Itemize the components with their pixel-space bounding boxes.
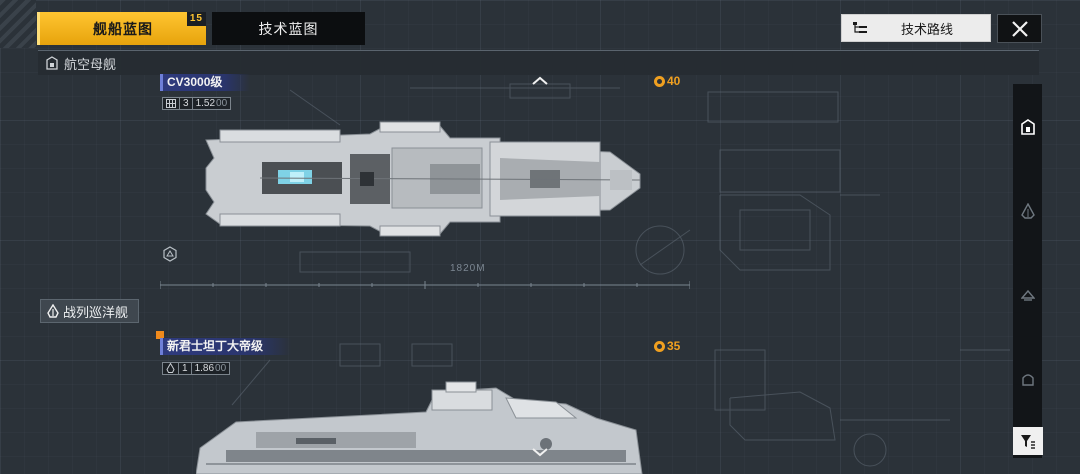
tab-tech-blueprint-label: 技术蓝图 — [258, 20, 319, 37]
tech-tree-icon — [848, 15, 872, 41]
category-bar: 航空母舰 — [38, 50, 1039, 75]
tab-ship-blueprint[interactable]: 舰船蓝图 15 — [37, 12, 206, 45]
section-battlecruiser[interactable]: 战列巡洋舰 — [40, 299, 140, 323]
filter-button[interactable] — [1013, 427, 1043, 455]
section-battlecruiser-label: 战列巡洋舰 — [63, 304, 129, 320]
filter-icon — [1021, 435, 1035, 449]
coin-icon — [654, 340, 665, 352]
battlecruiser-icon — [47, 304, 59, 318]
destroyer-icon — [1020, 203, 1035, 219]
ship-name-label: CV3000级 — [167, 75, 223, 89]
ship-value-suffix: 00 — [216, 97, 228, 109]
sidebar-item-destroyer[interactable] — [1013, 196, 1042, 226]
tech-route-label: 技术路线 — [900, 21, 953, 37]
top-bar: 舰船蓝图 15 技术蓝图 技术路线 — [0, 0, 1080, 48]
ship-cost-value: 35 — [667, 339, 681, 353]
new-marker — [156, 331, 164, 339]
ship-class-sidebar — [1013, 84, 1042, 458]
close-button[interactable] — [997, 14, 1042, 43]
new-constantine-ship-model[interactable] — [196, 378, 646, 474]
frigate-icon — [1020, 289, 1035, 301]
hexagon-info-icon[interactable] — [162, 246, 178, 267]
ship-blueprint-count-badge: 15 — [186, 12, 206, 26]
ship-value-main: 1.86 — [194, 362, 215, 374]
coin-icon — [654, 75, 665, 87]
ship-scale-ruler — [160, 281, 690, 289]
sidebar-item-cruiser[interactable] — [1013, 364, 1042, 394]
carrier-icon — [1020, 119, 1035, 135]
ship-length-label: 1820M — [450, 263, 486, 274]
tech-route-button[interactable]: 技术路线 — [841, 14, 991, 42]
ship-value-main: 1.52 — [195, 97, 216, 109]
ship-cost-value: 40 — [667, 74, 681, 88]
cruiser-icon — [1021, 374, 1034, 386]
ship-name-cv3000: CV3000级 — [160, 74, 251, 91]
sidebar-item-carrier[interactable] — [1013, 112, 1042, 142]
scroll-up-chevron-icon[interactable] — [531, 76, 549, 86]
ship-value-suffix: 00 — [215, 362, 227, 374]
corner-stripe — [0, 0, 36, 48]
ship-count: 3 — [180, 96, 193, 110]
ship-count: 1 — [179, 361, 192, 375]
ship-cost-new-constantine: 35 — [654, 339, 680, 353]
ship-name-label: 新君士坦丁大帝级 — [167, 339, 264, 353]
cv3000-ship-model[interactable] — [200, 118, 650, 240]
tab-ship-blueprint-label: 舰船蓝图 — [93, 20, 153, 37]
ship-name-new-constantine: 新君士坦丁大帝级 — [160, 338, 292, 355]
category-title: 航空母舰 — [64, 56, 117, 72]
battlecruiser-small-icon — [162, 361, 179, 375]
sidebar-item-frigate[interactable] — [1013, 280, 1042, 310]
scroll-down-chevron-icon[interactable] — [531, 447, 549, 457]
close-icon — [1011, 20, 1028, 37]
tab-tech-blueprint[interactable]: 技术蓝图 — [212, 12, 365, 45]
carrier-icon — [46, 56, 58, 70]
ship-cost-cv3000: 40 — [654, 74, 680, 88]
grid-icon — [162, 96, 180, 110]
